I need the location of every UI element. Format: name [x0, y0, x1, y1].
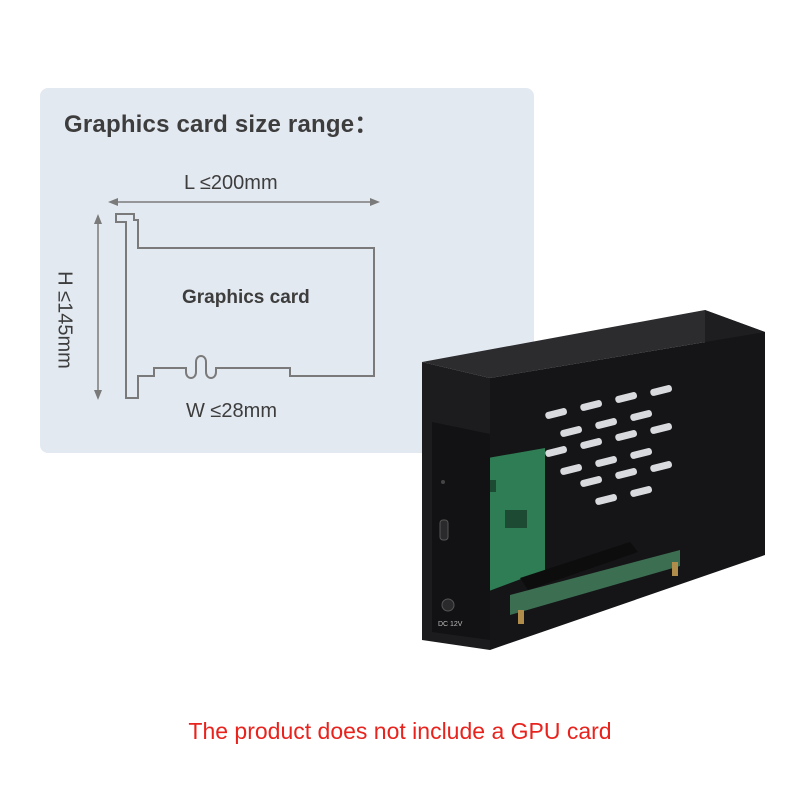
- length-label: L ≤200mm: [184, 172, 278, 194]
- status-led: [441, 480, 445, 484]
- graphics-card-outline: [115, 213, 375, 399]
- enclosure-front-inner: [432, 422, 490, 640]
- spec-title: Graphics card size range：: [64, 111, 379, 138]
- vent-slots: [545, 385, 673, 505]
- port-label-voltage: 12V: [450, 621, 463, 628]
- pcie-slot: [520, 542, 638, 590]
- port-label-dc: DC: [438, 621, 448, 628]
- enclosure-illustration: DC 12V: [422, 310, 765, 650]
- dc-power-port: [441, 598, 455, 612]
- width-label: W ≤28mm: [186, 400, 277, 422]
- enclosure-top: [422, 310, 765, 378]
- disclaimer-text: The product does not include a GPU card: [188, 718, 612, 744]
- standoffs: [518, 562, 678, 624]
- graphics-card-label: Graphics card: [182, 287, 310, 308]
- length-arrow: [108, 198, 380, 206]
- height-label: H ≤145mm: [53, 271, 76, 369]
- usb-c-port: [439, 519, 449, 541]
- pcb-base: [510, 550, 680, 615]
- height-arrow: [94, 214, 102, 400]
